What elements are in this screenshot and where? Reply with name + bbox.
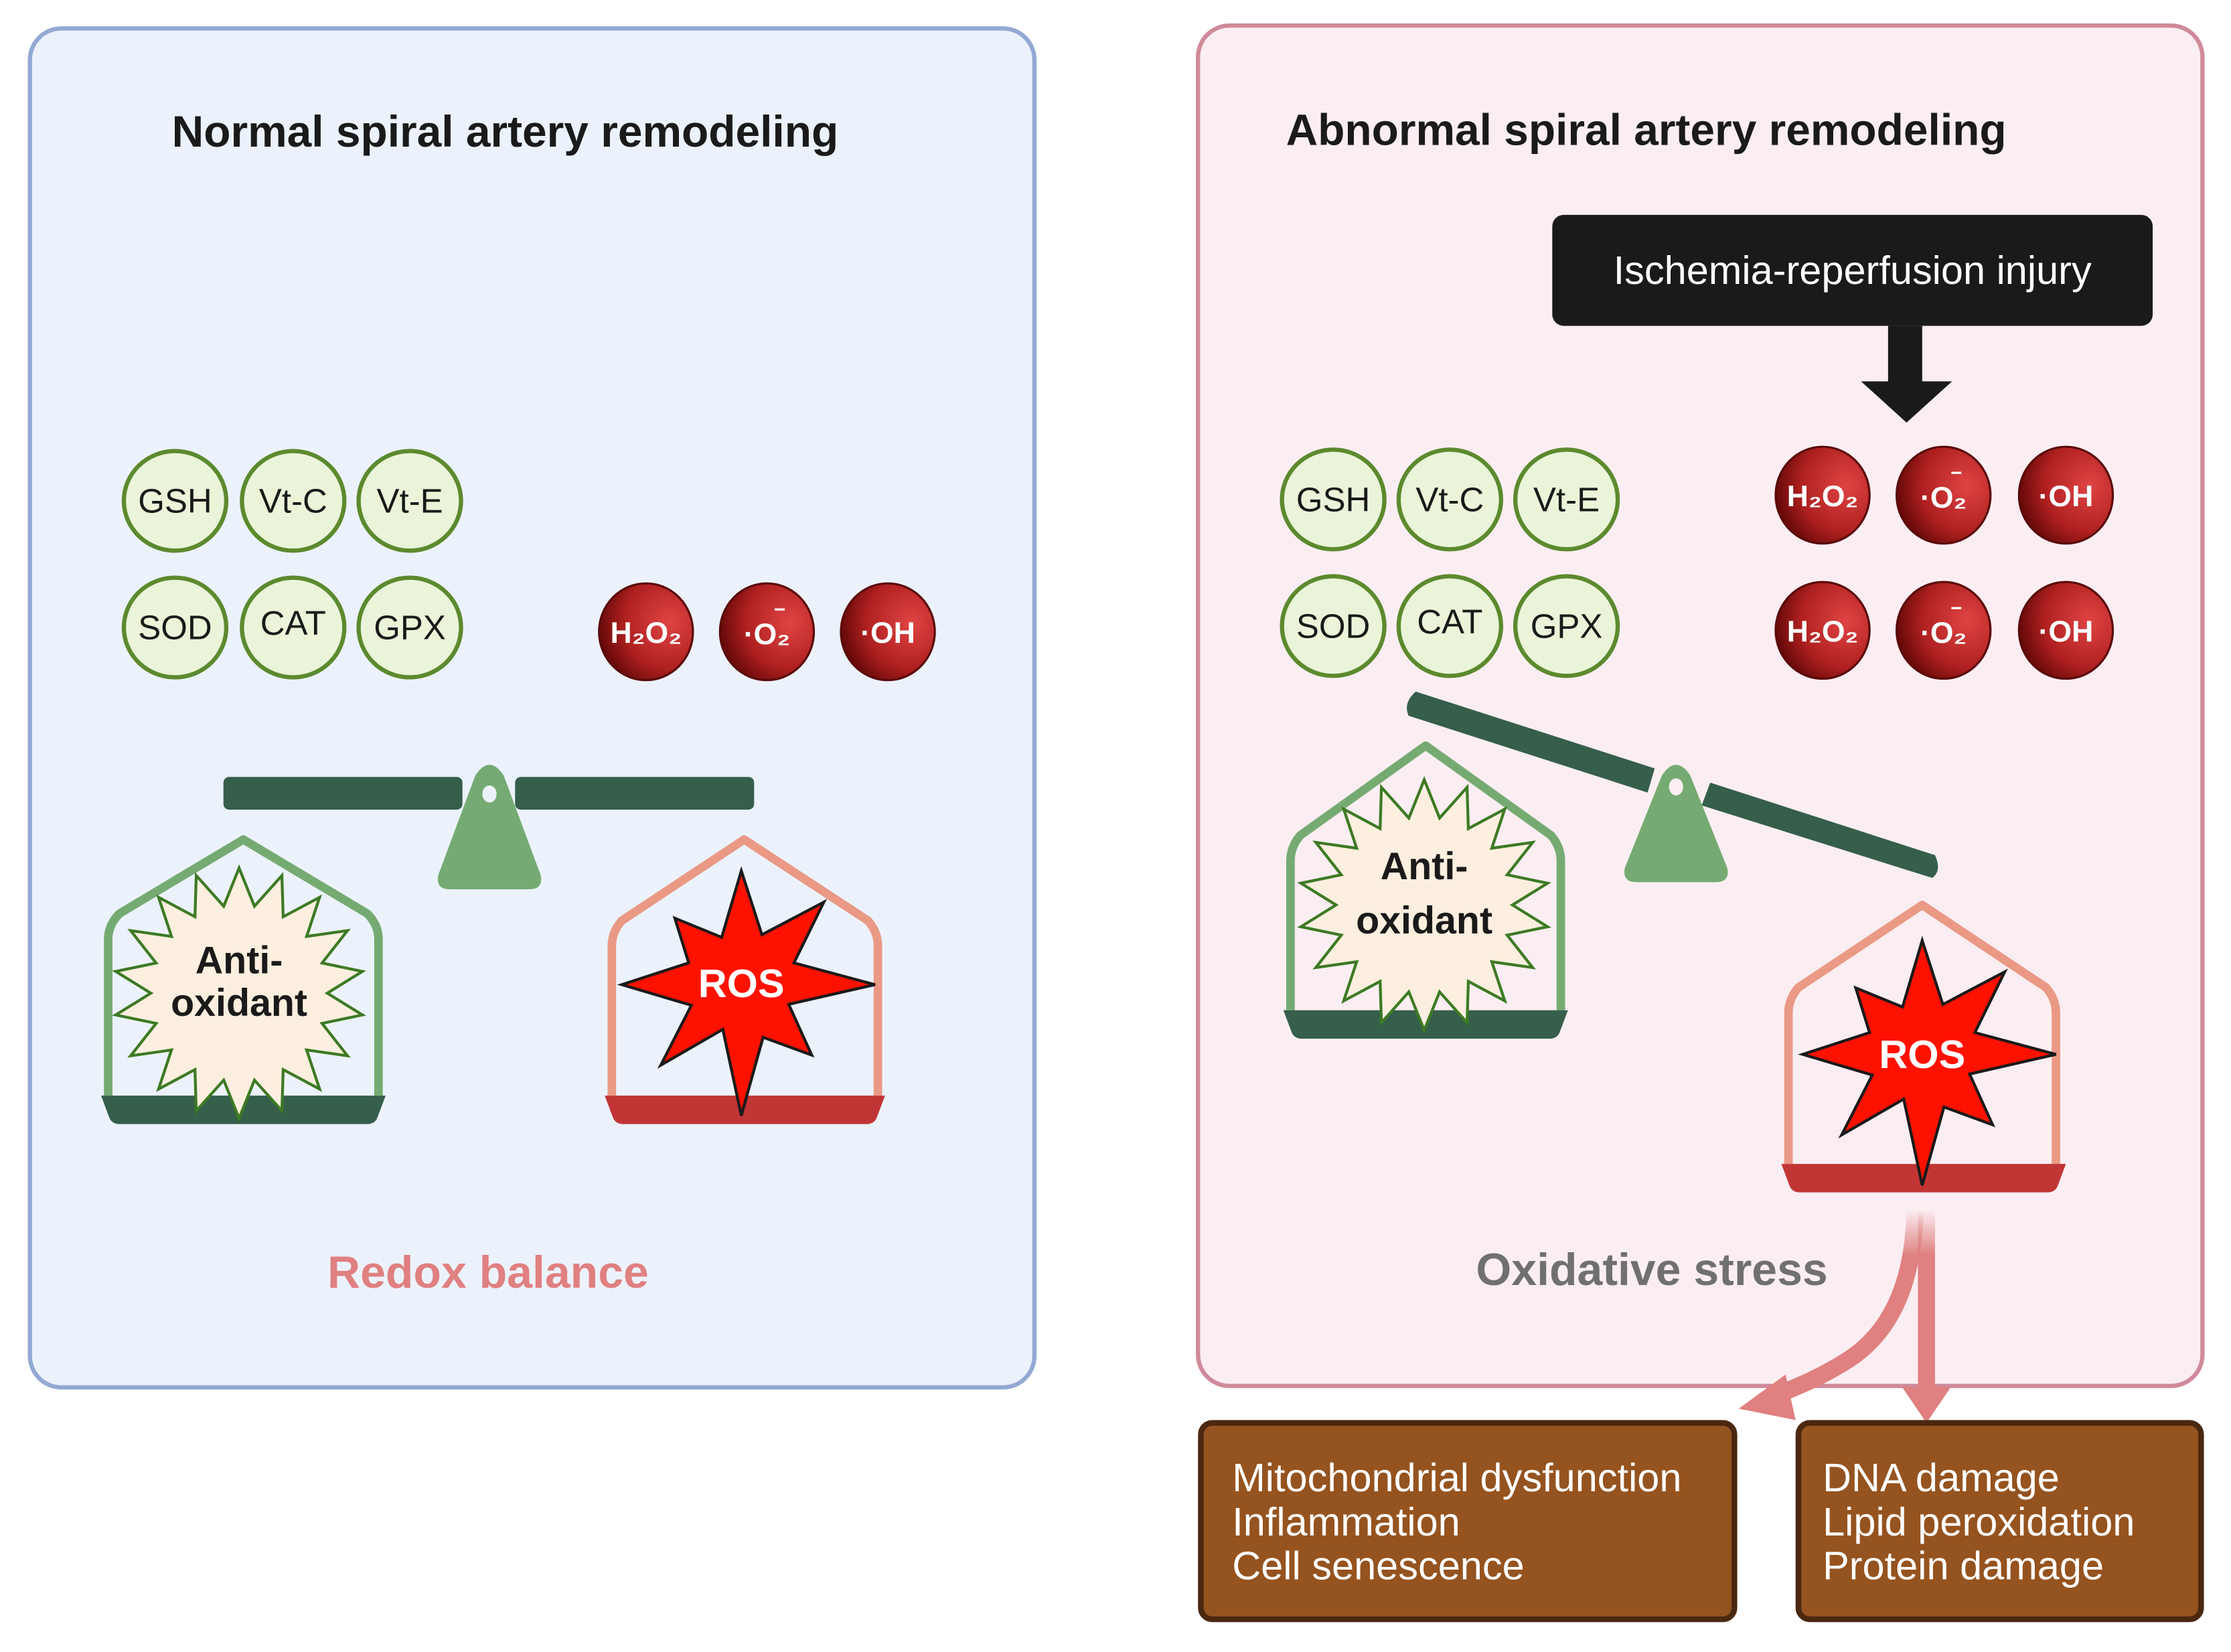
oxidative-stress-caption: Oxidative stress bbox=[1476, 1244, 1827, 1295]
balanced-scale: Anti- oxidant ROS bbox=[100, 765, 885, 1124]
svg-text:−: − bbox=[1950, 597, 1962, 619]
ros-molecule: ·OH bbox=[840, 582, 936, 682]
ros-pan-label: ROS bbox=[698, 961, 785, 1006]
effect-item: Lipid peroxidation bbox=[1823, 1499, 2135, 1544]
scale-beam-right bbox=[1701, 782, 1938, 879]
svg-text:−: − bbox=[1950, 462, 1962, 484]
antioxidant-molecule: GSH bbox=[121, 449, 229, 553]
antioxidant-molecule: Vt-C bbox=[1396, 447, 1504, 552]
fulcrum-pin bbox=[482, 785, 497, 803]
svg-text:GSH: GSH bbox=[138, 481, 212, 520]
ros-molecule: H₂O₂ bbox=[1774, 581, 1871, 680]
ros-pan: ROS bbox=[1781, 901, 2066, 1193]
curved-arrowhead bbox=[1738, 1374, 1796, 1420]
svg-text:GPX: GPX bbox=[1531, 607, 1603, 645]
ros-molecule: ·OH bbox=[2017, 445, 2114, 545]
normal-ros-group: H₂O₂ ·O₂− ·OH bbox=[598, 582, 936, 682]
scale-beam-left bbox=[1407, 691, 1655, 793]
svg-text:·O₂: ·O₂ bbox=[1920, 481, 1967, 514]
effect-box-molecular: DNA damage Lipid peroxidation Protein da… bbox=[1795, 1420, 2204, 1623]
abnormal-antioxidant-group: GSH Vt-C Vt-E SOD CAT GPX bbox=[1280, 447, 1620, 678]
antioxidant-molecule: GPX bbox=[1513, 574, 1620, 678]
antioxidant-molecule: GPX bbox=[356, 575, 463, 680]
straight-arrowhead bbox=[1902, 1387, 1951, 1423]
effect-item: Cell senescence bbox=[1232, 1544, 1524, 1588]
ros-pan: ROS bbox=[605, 835, 885, 1124]
redox-balance-caption: Redox balance bbox=[327, 1247, 649, 1298]
antioxidant-pan: Anti- oxidant bbox=[1283, 741, 1568, 1039]
tilted-scale: Anti- oxidant ROS bbox=[1283, 691, 2066, 1193]
effect-arrows bbox=[1738, 1209, 1951, 1423]
ischemia-reperfusion-box: Ischemia-reperfusion injury bbox=[1552, 214, 2153, 326]
antioxidant-molecule: CAT bbox=[1396, 574, 1504, 678]
antioxidant-pan: Anti- oxidant bbox=[100, 835, 386, 1124]
antioxidant-molecule: SOD bbox=[121, 575, 229, 680]
antioxidant-molecule: CAT bbox=[240, 575, 347, 680]
ros-burst bbox=[617, 866, 876, 1116]
normal-panel: Normal spiral artery remodeling GSH Vt-C… bbox=[27, 26, 1037, 1390]
svg-text:·OH: ·OH bbox=[860, 617, 915, 650]
svg-text:·O₂: ·O₂ bbox=[1920, 617, 1967, 650]
antioxidant-molecule: SOD bbox=[1280, 574, 1387, 678]
effect-item: Protein damage bbox=[1823, 1544, 2104, 1588]
effect-item: DNA damage bbox=[1823, 1455, 2060, 1500]
svg-text:−: − bbox=[774, 599, 785, 621]
ros-molecule: ·OH bbox=[2017, 581, 2114, 680]
ros-molecule: H₂O₂ bbox=[598, 582, 694, 682]
ros-molecule: ·O₂− bbox=[1895, 445, 1992, 545]
scale-beam-left bbox=[223, 777, 463, 810]
svg-text:Vt-E: Vt-E bbox=[1533, 480, 1600, 518]
abnormal-panel: Abnormal spiral artery remodeling Ischem… bbox=[1196, 23, 2205, 1388]
svg-text:·O₂: ·O₂ bbox=[744, 618, 790, 651]
ros-molecule: ·O₂− bbox=[718, 582, 816, 682]
effect-item: Mitochondrial dysfunction bbox=[1232, 1455, 1681, 1500]
ros-molecule: ·O₂− bbox=[1895, 581, 1992, 680]
down-arrow-icon bbox=[1861, 325, 1952, 423]
antioxidant-molecule: Vt-C bbox=[240, 449, 347, 553]
ischemia-reperfusion-label: Ischemia-reperfusion injury bbox=[1614, 248, 2092, 293]
svg-text:·OH: ·OH bbox=[2039, 615, 2094, 648]
scale-beam-right bbox=[515, 777, 755, 810]
svg-text:GPX: GPX bbox=[374, 609, 446, 647]
svg-text:H₂O₂: H₂O₂ bbox=[1787, 615, 1859, 648]
antioxidant-pan-label-line2: oxidant bbox=[171, 982, 307, 1025]
antioxidant-burst bbox=[112, 864, 366, 1122]
straight-arrow-to-dna bbox=[1918, 1209, 1935, 1392]
svg-text:H₂O₂: H₂O₂ bbox=[1787, 480, 1859, 513]
svg-text:CAT: CAT bbox=[1417, 603, 1482, 641]
svg-text:GSH: GSH bbox=[1296, 480, 1370, 518]
scale-fulcrum bbox=[437, 765, 542, 890]
antioxidant-pan-label-line1: Anti- bbox=[1381, 845, 1468, 888]
abnormal-ros-group: H₂O₂ ·O₂− ·OH H₂O₂ ·O₂− ·OH bbox=[1774, 445, 2114, 680]
svg-text:H₂O₂: H₂O₂ bbox=[611, 617, 682, 650]
ros-burst bbox=[1798, 935, 2057, 1186]
svg-text:Vt-E: Vt-E bbox=[376, 481, 443, 520]
curved-arrow-to-mitochondrial bbox=[1768, 1209, 1924, 1406]
fulcrum-pin bbox=[1669, 778, 1683, 796]
ros-pan-label: ROS bbox=[1879, 1032, 1965, 1077]
effect-item: Inflammation bbox=[1232, 1499, 1460, 1544]
svg-text:CAT: CAT bbox=[260, 604, 326, 642]
antioxidant-molecule: Vt-E bbox=[356, 449, 463, 553]
svg-text:Vt-C: Vt-C bbox=[1415, 480, 1484, 518]
normal-antioxidant-group: GSH Vt-C Vt-E SOD CAT GPX bbox=[121, 449, 463, 680]
antioxidant-pan-label-line1: Anti- bbox=[196, 939, 283, 982]
abnormal-panel-title: Abnormal spiral artery remodeling bbox=[1286, 105, 2007, 155]
svg-text:SOD: SOD bbox=[1296, 607, 1370, 645]
effect-box-cellular: Mitochondrial dysfunction Inflammation C… bbox=[1198, 1420, 1738, 1623]
normal-panel-frame bbox=[27, 26, 1037, 1390]
svg-text:·OH: ·OH bbox=[2039, 480, 2094, 513]
svg-text:Vt-C: Vt-C bbox=[259, 481, 327, 520]
scale-fulcrum bbox=[1624, 765, 1728, 883]
antioxidant-molecule: Vt-E bbox=[1513, 447, 1620, 552]
antioxidant-pan-label-line2: oxidant bbox=[1356, 899, 1492, 942]
normal-panel-title: Normal spiral artery remodeling bbox=[172, 106, 839, 156]
svg-text:SOD: SOD bbox=[138, 609, 212, 647]
antioxidant-molecule: GSH bbox=[1280, 447, 1387, 552]
ros-molecule: H₂O₂ bbox=[1774, 445, 1871, 545]
antioxidant-burst bbox=[1297, 775, 1551, 1035]
